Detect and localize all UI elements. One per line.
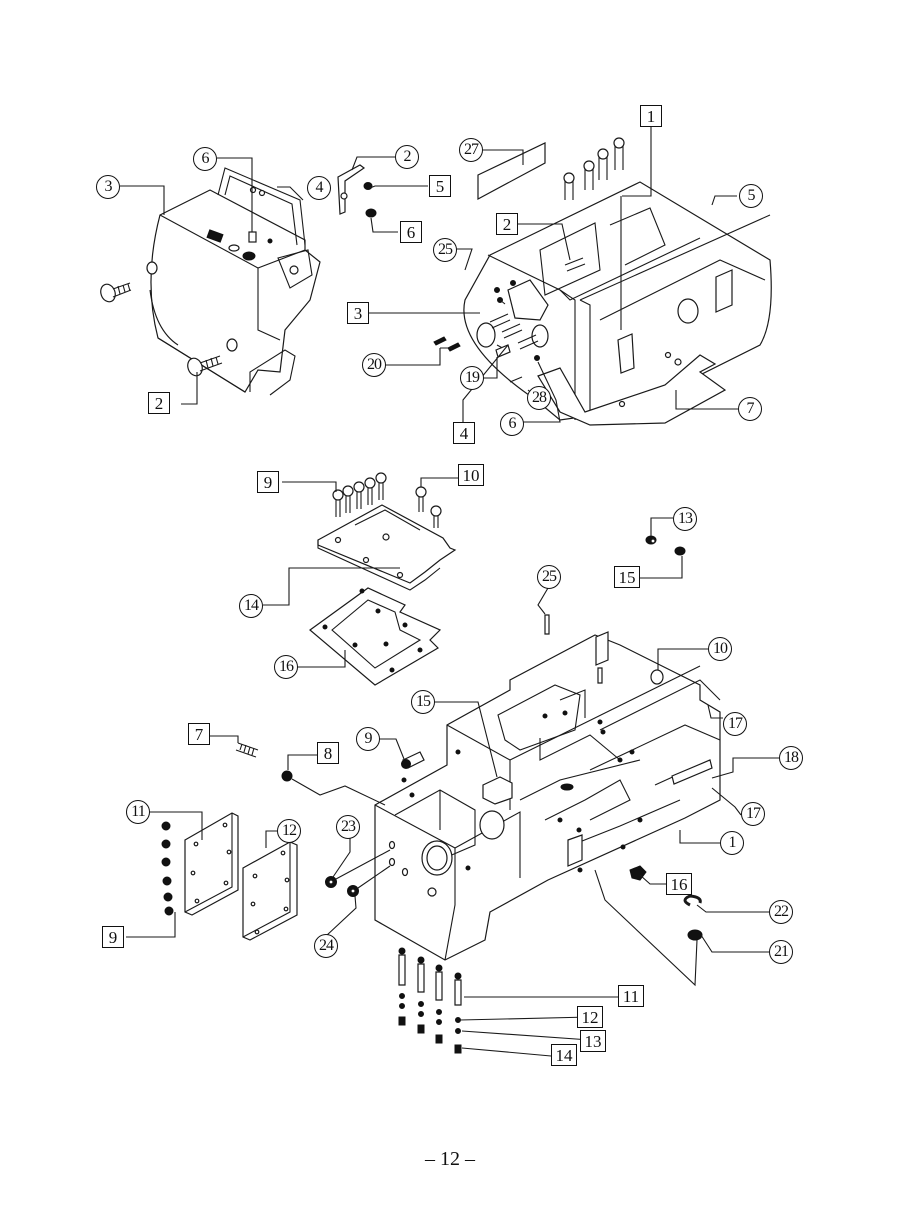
callout-7: 7: [188, 723, 210, 745]
leader-lines: [120, 127, 779, 1057]
callout-3: 3: [347, 302, 369, 324]
callout-24: 24: [314, 934, 338, 958]
callout-23: 23: [336, 815, 360, 839]
callout-15: 15: [411, 690, 435, 714]
callout-21: 21: [769, 940, 793, 964]
callout-4: 4: [453, 422, 475, 444]
callout-9: 9: [102, 926, 124, 948]
callout-17: 17: [741, 802, 765, 826]
callout-13: 13: [673, 507, 697, 531]
callout-1: 1: [640, 105, 662, 127]
front-cover-part: [100, 167, 321, 396]
screw-icon: [332, 472, 442, 528]
callout-28: 28: [527, 386, 551, 410]
callout-12: 12: [577, 1006, 603, 1028]
screw-icon: [100, 282, 132, 303]
screw-icon: [187, 355, 223, 377]
callout-6: 6: [400, 221, 422, 243]
callout-10: 10: [458, 464, 484, 486]
callout-1: 1: [720, 831, 744, 855]
callout-14: 14: [239, 594, 263, 618]
callout-9: 9: [356, 727, 380, 751]
callout-25: 25: [537, 565, 561, 589]
callout-2: 2: [496, 213, 518, 235]
callout-27: 27: [459, 138, 483, 162]
main-body-part: [161, 631, 721, 1054]
callout-19: 19: [460, 366, 484, 390]
callout-4: 4: [307, 176, 331, 200]
callout-16: 16: [274, 655, 298, 679]
callout-25: 25: [433, 238, 457, 262]
callout-10: 10: [708, 637, 732, 661]
callout-14: 14: [551, 1044, 577, 1066]
screw-icon: [489, 313, 539, 350]
stud-bolts: [398, 947, 462, 1054]
bracket-part: [337, 164, 377, 218]
callout-7: 7: [738, 397, 762, 421]
callout-18: 18: [779, 746, 803, 770]
callout-22: 22: [769, 900, 793, 924]
callout-5: 5: [429, 175, 451, 197]
callout-11: 11: [126, 800, 150, 824]
screw-icon: [161, 821, 174, 916]
callout-2: 2: [395, 145, 419, 169]
callout-5: 5: [739, 184, 763, 208]
callout-16: 16: [666, 873, 692, 895]
callout-9: 9: [257, 471, 279, 493]
callout-3: 3: [96, 175, 120, 199]
callout-17: 17: [723, 712, 747, 736]
callout-2: 2: [148, 392, 170, 414]
callout-6: 6: [193, 147, 217, 171]
cover-plate-part: [309, 472, 686, 686]
callout-6: 6: [500, 412, 524, 436]
callout-20: 20: [362, 353, 386, 377]
page-number: – 12 –: [425, 1148, 475, 1170]
top-cover-part: [433, 137, 772, 426]
callout-13: 13: [580, 1030, 606, 1052]
callout-15: 15: [614, 566, 640, 588]
callout-12: 12: [277, 819, 301, 843]
callout-11: 11: [618, 985, 644, 1007]
callout-8: 8: [317, 742, 339, 764]
